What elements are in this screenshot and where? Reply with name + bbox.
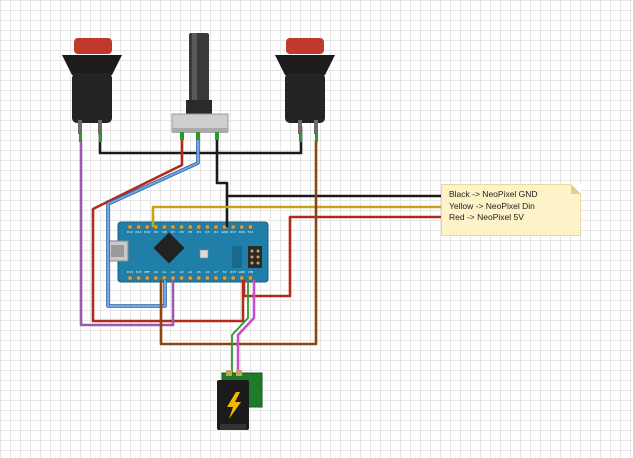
bottom-pin-11 (213, 275, 219, 281)
top-pin-3 (144, 224, 150, 230)
bottom-pin-label: A3 (180, 270, 184, 274)
top-pin-5 (161, 224, 167, 230)
bottom-pin-9 (196, 275, 202, 281)
bottom-pin-8 (187, 275, 193, 281)
wire-red-neopixel-5v (242, 215, 443, 298)
potentiometer (171, 33, 229, 140)
top-pin-7 (179, 224, 185, 230)
bottom-pin-12 (222, 275, 228, 281)
wire-black-to-board (215, 151, 229, 228)
bottom-pin-label: A0 (154, 270, 158, 274)
wire-blue-pot-wiper (107, 135, 199, 307)
bottom-pin-label: GND (238, 270, 246, 274)
lightning-icon (227, 392, 241, 419)
top-pin-9 (196, 224, 202, 230)
top-pin-label: RST (230, 230, 236, 234)
top-pin-label: D5 (188, 230, 192, 234)
wire-purple-button-left (79, 139, 175, 327)
dc-power-jack (217, 370, 263, 430)
push-button-left (62, 38, 122, 142)
bottom-pin-label: A4 (188, 270, 192, 274)
top-pin-15 (247, 224, 253, 230)
bottom-pin-label: 5V (223, 270, 228, 274)
wire-green-power-gnd (231, 280, 249, 374)
bottom-pin-7 (179, 275, 185, 281)
wire-red-pot-vcc (91, 134, 245, 323)
top-pin-14 (239, 224, 245, 230)
wiring-note: Black -> NeoPixel GND Yellow -> NeoPixel… (441, 184, 581, 236)
bottom-pin-label: VIN (248, 270, 253, 274)
bottom-pin-1 (127, 275, 133, 281)
bottom-pin-label: 3V3 (136, 270, 142, 274)
bottom-pin-13 (230, 275, 236, 281)
top-pin-label: RX0 (239, 230, 245, 234)
bottom-pin-label: REF (144, 270, 150, 274)
bottom-pin-10 (204, 275, 210, 281)
top-pin-label: D12 (127, 230, 133, 234)
top-pin-label: D4 (197, 230, 201, 234)
bottom-pin-label: RST (230, 270, 236, 274)
top-pin-label: GND (221, 230, 229, 234)
top-pin-13 (230, 224, 236, 230)
bottom-pin-14 (239, 275, 245, 281)
top-pin-label: D10 (144, 230, 150, 234)
top-pin-8 (187, 224, 193, 230)
top-pin-label: D6 (179, 230, 183, 234)
top-pin-11 (213, 224, 219, 230)
top-pin-label: D9 (154, 230, 158, 234)
note-line-red: Red -> NeoPixel 5V (449, 212, 524, 222)
top-pin-label: TX1 (247, 230, 254, 234)
microcontroller-chip (153, 232, 185, 264)
bottom-pin-label: D13 (127, 270, 133, 274)
bottom-pin-label: A7 (214, 270, 218, 274)
note-line-yellow: Yellow -> NeoPixel Din (449, 200, 535, 211)
top-pin-2 (136, 224, 142, 230)
icsp-header (248, 246, 262, 268)
bottom-pin-15 (247, 275, 253, 281)
push-button-right (275, 38, 335, 142)
bottom-pin-label: A1 (162, 270, 166, 274)
top-pin-label: D7 (171, 230, 175, 234)
top-pin-label: D11 (136, 230, 142, 234)
bottom-pin-3 (144, 275, 150, 281)
bottom-pin-label: A5 (197, 270, 201, 274)
button-cap-left (74, 38, 112, 54)
wire-magenta-vin (236, 279, 256, 375)
button-cap-right (286, 38, 324, 54)
top-pin-label: D2 (214, 230, 218, 234)
bottom-pin-6 (170, 275, 176, 281)
top-pin-6 (170, 224, 176, 230)
bottom-pin-2 (136, 275, 142, 281)
top-pin-label: D8 (162, 230, 166, 234)
top-pin-label: D3 (205, 230, 209, 234)
note-line-black: Black -> NeoPixel GND (449, 189, 538, 199)
bottom-pin-label: A2 (171, 270, 175, 274)
top-pin-1 (127, 224, 133, 230)
reset-button (199, 249, 209, 259)
bottom-pin-label: A6 (205, 270, 209, 274)
top-pin-10 (204, 224, 210, 230)
bottom-pin-4 (153, 275, 159, 281)
wire-yellow-neopixel-din (151, 205, 443, 228)
